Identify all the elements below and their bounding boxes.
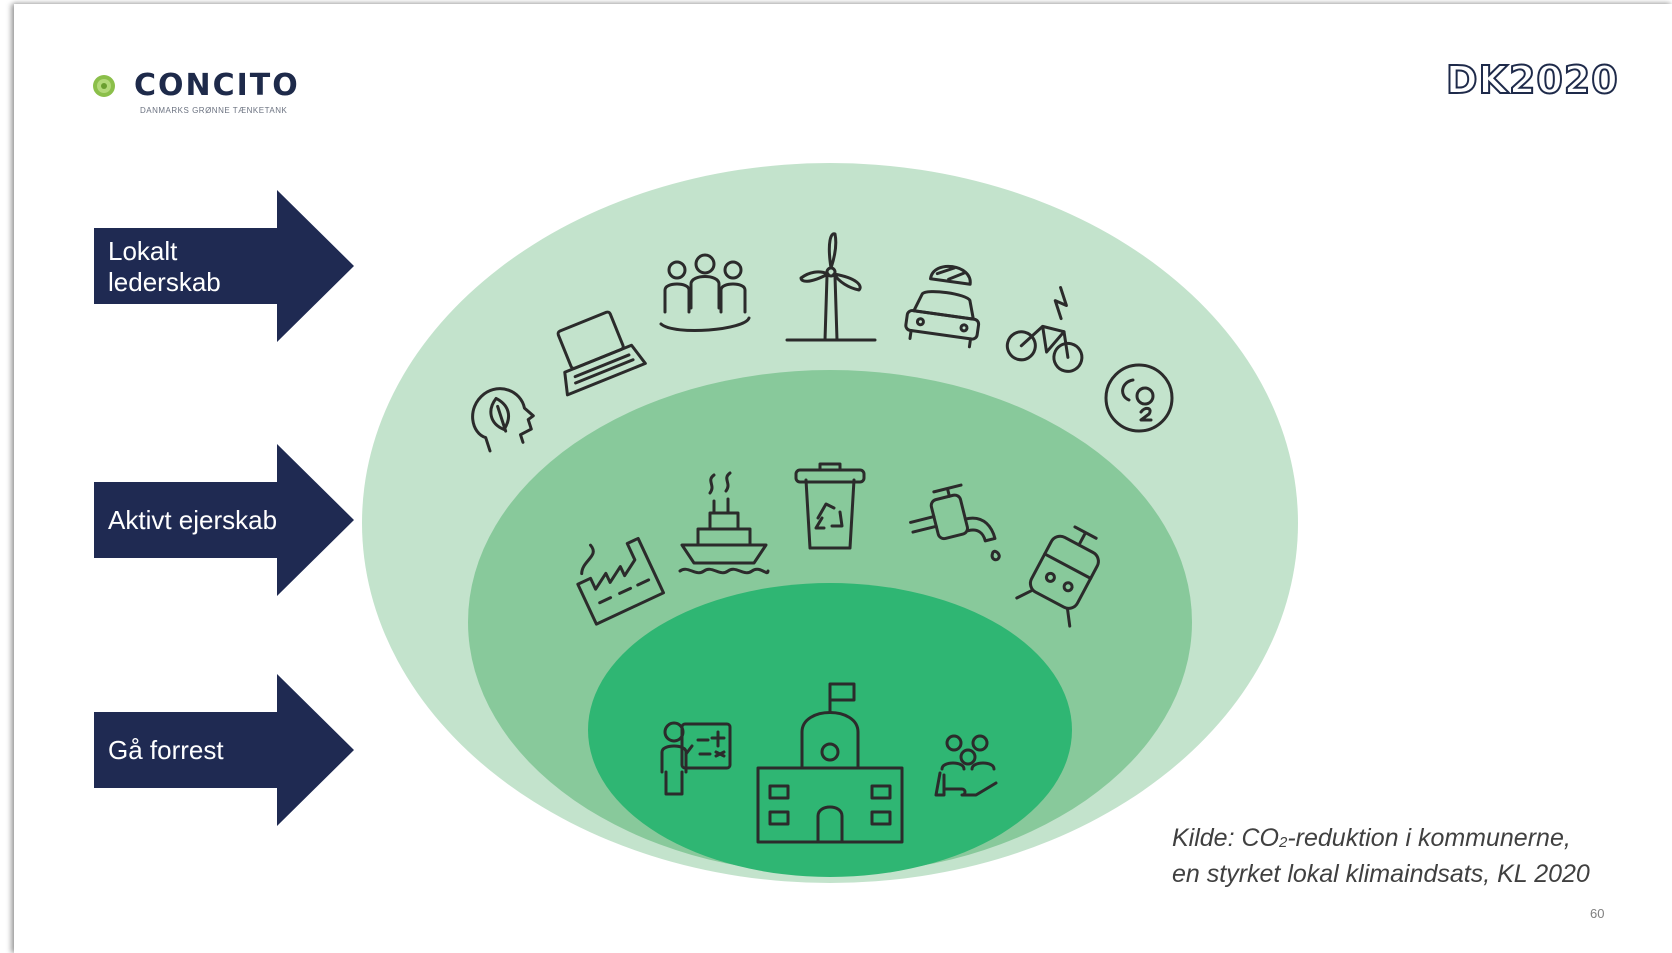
source-suffix: -reduktion i kommunerne,	[1287, 824, 1571, 852]
dk2020-logo: DK2020	[1445, 57, 1619, 103]
head-leaf-icon	[471, 387, 535, 453]
people-group-icon	[659, 253, 751, 333]
arrow-label: Gå forrest	[108, 735, 224, 765]
laptop-icon	[556, 310, 647, 397]
concito-logo: CONCITO DANMARKS GRØNNE TÆNKETANK	[88, 68, 318, 118]
teacher-icon	[660, 721, 732, 796]
factory-icon	[576, 536, 665, 626]
source-citation: Kilde: CO2-reduktion i kommunerne, en st…	[1172, 822, 1590, 890]
arrow-aktivt-ejerskab: Aktivt ejerskab	[94, 444, 354, 596]
co2-icon	[1104, 363, 1174, 433]
arrow-ga-forrest: Gå forrest	[94, 674, 354, 826]
concito-name: CONCITO	[134, 68, 300, 103]
wind-turbine-icon	[785, 232, 877, 342]
concito-leaf-icon	[93, 75, 115, 97]
train-icon	[1015, 525, 1100, 628]
electric-car-icon	[904, 264, 981, 349]
arrow-label: Lokalt lederskab	[108, 236, 221, 297]
concito-tagline: DANMARKS GRØNNE TÆNKETANK	[140, 106, 288, 115]
source-prefix: Kilde: CO	[1172, 824, 1279, 852]
source-subscript: 2	[1278, 834, 1288, 851]
arrow-lokalt-lederskab: Lokalt lederskab	[94, 190, 354, 342]
ship-icon	[678, 471, 770, 575]
electric-bike-icon	[1005, 286, 1084, 373]
care-hand-icon	[934, 734, 998, 797]
arrow-label: Aktivt ejerskab	[108, 505, 278, 535]
school-building-icon	[756, 682, 904, 844]
source-line-1: Kilde: CO2-reduktion i kommunerne,	[1172, 822, 1590, 858]
inner-ellipse	[588, 583, 1072, 877]
page-number: 60	[1590, 906, 1605, 921]
source-line-2: en styrket lokal klimaindsats, KL 2020	[1172, 860, 1590, 888]
water-tap-icon	[909, 483, 1001, 562]
recycle-bin-icon	[794, 462, 866, 550]
